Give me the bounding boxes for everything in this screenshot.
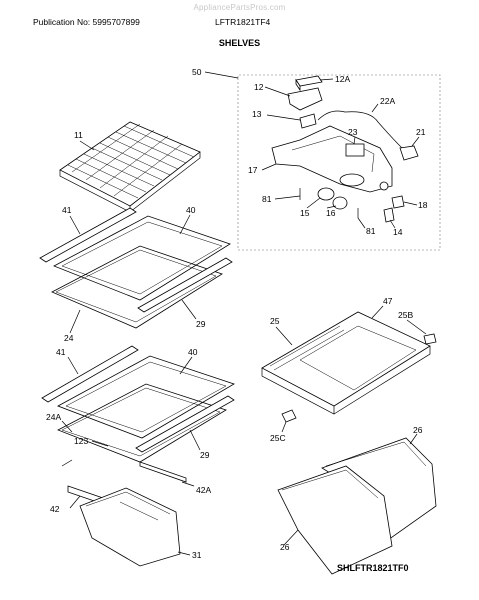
callout-24: 24 [64, 333, 74, 343]
callout-18: 18 [418, 200, 428, 210]
callout-41-lower: 41 [56, 347, 66, 357]
callout-40-lower: 40 [188, 347, 198, 357]
publication-number: Publication No: 5995707899 [33, 17, 140, 27]
callout-42: 42 [50, 504, 60, 514]
callout-50: 50 [192, 67, 202, 77]
callout-24a: 24A [46, 412, 61, 422]
callout-14: 14 [393, 227, 403, 237]
control-housing-assembly [204, 71, 441, 251]
callout-23: 23 [348, 127, 358, 137]
watermark: AppliancePartsPros.com [193, 3, 286, 12]
callout-22a: 22A [380, 96, 395, 106]
callout-25b: 25B [398, 310, 413, 320]
callout-123: 123 [74, 436, 88, 446]
section-title: SHELVES [218, 38, 261, 48]
callout-26-front: 26 [280, 542, 290, 552]
deli-drawer [67, 485, 191, 567]
callout-26-back: 26 [413, 425, 423, 435]
callout-41-upper: 41 [62, 205, 72, 215]
callout-29-upper: 29 [196, 319, 206, 329]
callout-81-bottom: 81 [366, 226, 376, 236]
callout-15: 15 [300, 208, 310, 218]
callout-17: 17 [248, 165, 258, 175]
callout-25: 25 [270, 316, 280, 326]
callout-13: 13 [252, 109, 262, 119]
crisper-cover [261, 305, 437, 433]
glass-shelf-upper [39, 207, 233, 334]
callout-47: 47 [383, 296, 393, 306]
diagram-code: SHLFTR1821TF0 [337, 563, 409, 573]
callout-81-top: 81 [262, 194, 272, 204]
callout-21: 21 [416, 127, 426, 137]
callout-12: 12 [254, 82, 264, 92]
model-number: LFTR1821TF4 [215, 17, 271, 27]
crisper-drawers [277, 433, 437, 575]
callout-11: 11 [74, 130, 83, 140]
callout-42a: 42A [196, 485, 211, 495]
callout-labels: 50 12 12A 22A 13 23 21 17 81 15 16 81 18… [46, 67, 428, 560]
glass-shelf-lower [41, 345, 235, 487]
callout-12a: 12A [335, 74, 350, 84]
callout-29-lower: 29 [200, 450, 210, 460]
callout-40-upper: 40 [186, 205, 196, 215]
callout-16: 16 [326, 208, 336, 218]
callout-31: 31 [192, 550, 202, 560]
callout-25c: 25C [270, 433, 286, 443]
